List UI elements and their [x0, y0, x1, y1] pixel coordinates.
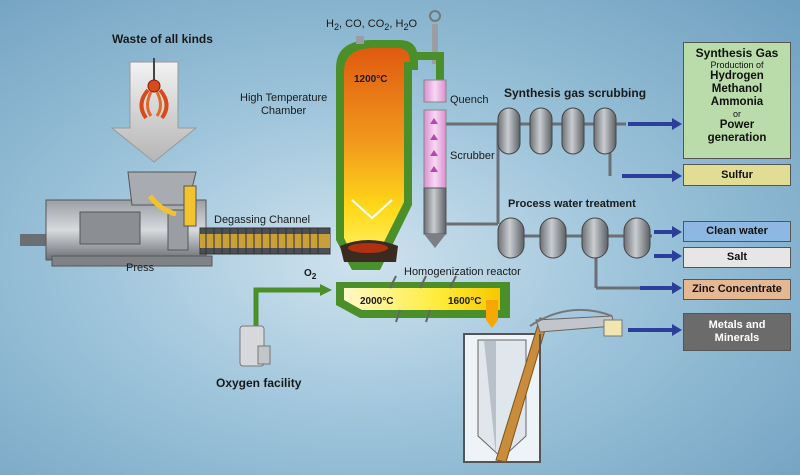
process-water-label: Process water treatment: [508, 198, 636, 210]
scrubber-label: Scrubber: [450, 150, 495, 162]
scrubbing-vessels: [497, 107, 626, 155]
arrow-head: [672, 324, 682, 336]
scrubber-column: [423, 79, 447, 248]
temp-1600-label: 1600°C: [448, 296, 482, 307]
clean-water-box: Clean water: [683, 221, 791, 242]
high-temp-line2: Chamber: [260, 105, 307, 117]
temp-2000-label: 2000°C: [360, 296, 394, 307]
press-machine: [20, 171, 213, 267]
arrow-head: [672, 118, 682, 130]
water-vessel: [539, 217, 567, 259]
arrow-head: [672, 250, 682, 262]
scrubbing-vessel: [561, 107, 585, 155]
zinc-concentrate-box: Zinc Concentrate: [683, 279, 791, 300]
metals-line2: Minerals: [714, 332, 760, 344]
oxygen-facility-label: Oxygen facility: [216, 376, 302, 390]
or-text: or: [732, 109, 741, 119]
power-text: Power: [719, 119, 755, 131]
ammonia-text: Ammonia: [710, 96, 764, 108]
scrubbing-vessel: [593, 107, 617, 155]
gas-composition-label: H2, CO, CO2, H2O: [326, 18, 418, 33]
sulfur-box: Sulfur: [683, 164, 791, 186]
hydrogen-text: Hydrogen: [710, 70, 764, 82]
synthesis-scrubbing-label: Synthesis gas scrubbing: [504, 86, 647, 100]
gas-outlet: [356, 10, 444, 80]
high-temp-label: High Temperature Chamber: [240, 92, 327, 118]
output-arrows: [622, 118, 682, 336]
degassing-label: Degassing Channel: [214, 214, 311, 226]
arrow-head: [672, 170, 682, 182]
quench-label: Quench: [450, 94, 489, 106]
oxygen-pipe: [239, 284, 332, 367]
water-treatment-vessels: [497, 217, 652, 259]
scrubbing-vessel: [529, 107, 553, 155]
generation-text: generation: [707, 132, 767, 144]
metals-line1: Metals and: [708, 319, 766, 331]
synthesis-sub: Production of: [710, 60, 764, 70]
homogenization-label: Homogenization reactor: [404, 266, 521, 278]
water-vessel: [623, 217, 651, 259]
slag-basin: [463, 308, 623, 463]
water-vessel: [581, 217, 609, 259]
methanol-text: Methanol: [711, 83, 763, 95]
degassing-channel: [199, 227, 331, 255]
waste-label: Waste of all kinds: [112, 32, 213, 46]
synthesis-gas-box: Synthesis Gas Production of Hydrogen Met…: [683, 42, 791, 159]
metals-minerals-box: Metals and Minerals: [683, 313, 791, 351]
temp-1200-label: 1200°C: [354, 74, 388, 85]
high-temp-line1: High Temperature: [240, 92, 328, 104]
water-vessel: [497, 217, 525, 259]
synthesis-title: Synthesis Gas: [695, 46, 779, 60]
salt-box: Salt: [683, 247, 791, 268]
arrow-head: [672, 226, 682, 238]
scrubbing-vessel: [497, 107, 521, 155]
homogenization-reactor: [336, 275, 510, 328]
press-label: Press: [126, 262, 155, 274]
crane-grab-icon: [139, 58, 169, 120]
arrow-head: [672, 282, 682, 294]
waste-feed-arrow: [110, 61, 198, 163]
high-temperature-chamber: [336, 40, 418, 270]
o2-label: O2: [304, 268, 317, 281]
